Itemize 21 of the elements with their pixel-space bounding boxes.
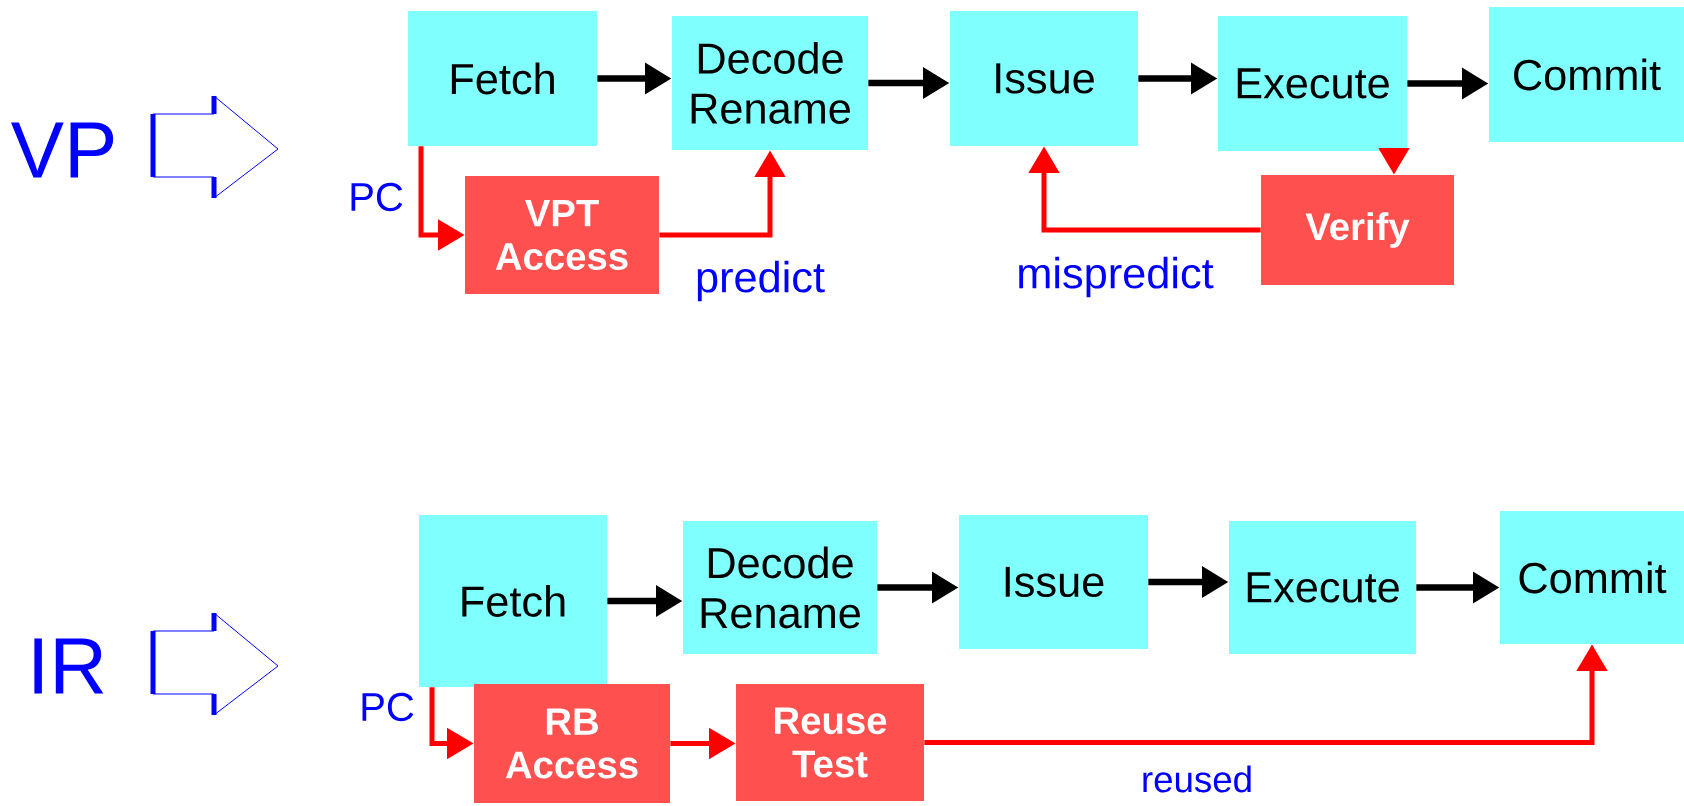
unit-box: Verify [1261,175,1454,285]
edge-label: PC [362,692,414,722]
stage-box: Execute [1229,521,1416,654]
row-label: VP [11,122,114,178]
edge-label: reused [1143,765,1251,793]
stage-box: Commit [1489,7,1684,142]
unit-box: RB Access [474,684,670,803]
unit-box: VPT Access [465,176,659,294]
row-label: IR [34,638,104,694]
stage-box: Issue [950,11,1138,146]
stage-box: Fetch [419,515,607,687]
stage-box: Decode Rename [683,521,877,654]
edge-label: PC [351,182,403,212]
stage-box: Decode Rename [672,16,868,150]
unit-box: Reuse Test [736,684,924,801]
stage-box: Commit [1500,511,1684,644]
edge-label: mispredict [1019,256,1214,298]
stage-box: Fetch [408,11,597,146]
stage-box: Issue [959,515,1148,649]
edge-label: predict [697,260,825,302]
stage-box: Execute [1218,16,1407,151]
